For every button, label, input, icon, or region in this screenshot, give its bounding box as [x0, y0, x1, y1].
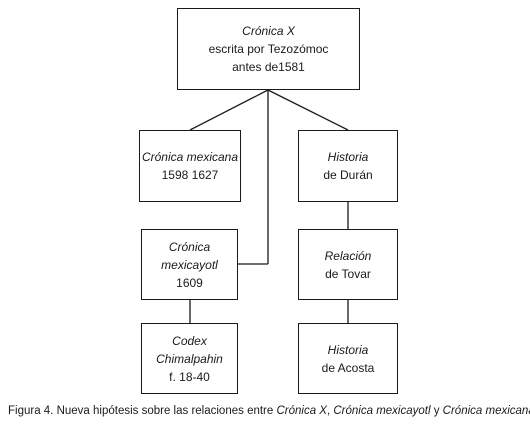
cronica-mexicayotl-title-a: Crónica	[168, 239, 211, 254]
cronica-x-title: Crónica X	[242, 24, 295, 38]
figure-caption: Figura 4. Nueva hipótesis sobre las rela…	[8, 405, 530, 417]
box-relacion-tovar: Relación de Tovar	[298, 229, 398, 300]
cronica-x-author: escrita por Tezozómoc	[208, 42, 329, 56]
relacion-tovar-title: Relación	[324, 248, 372, 263]
cronica-mexicana-title: Crónica mexicana	[141, 150, 239, 164]
box-cronica-x: Crónica X escrita por Tezozómoc antes de…	[177, 8, 360, 90]
historia-acosta-author: de Acosta	[321, 360, 375, 375]
historia-acosta-title: Historia	[327, 342, 369, 357]
cronica-mexicayotl-date: 1609	[176, 275, 203, 290]
caption-prefix: Figura 4. Nueva hipótesis sobre las rela…	[8, 405, 277, 417]
cronica-mexicana-dates: 1598 1627	[161, 168, 219, 182]
cronica-mexicayotl-title-b: mexicayotl	[161, 257, 218, 272]
box-cronica-mexicayotl: Crónica mexicayotl 1609	[141, 229, 238, 300]
box-cronica-mexicana: Crónica mexicana 1598 1627	[139, 130, 241, 202]
cronica-x-date: antes de1581	[232, 60, 305, 74]
connector-x-to-mexicana	[189, 89, 269, 131]
caption-work-cronica-mexicayotl: Crónica mexicayotl	[333, 405, 431, 417]
historia-duran-title: Historia	[327, 150, 369, 164]
codex-chimalpahin-title-a: Codex	[172, 333, 207, 348]
connector-x-to-duran	[267, 89, 349, 131]
box-historia-duran: Historia de Durán	[298, 130, 398, 202]
caption-separator-2: y	[430, 405, 443, 417]
caption-work-cronica-mexicana: Crónica mexicana	[442, 405, 530, 417]
codex-chimalpahin-title-b: Chimalpahin	[156, 351, 223, 366]
historia-duran-author: de Durán	[323, 168, 373, 182]
caption-separator-1: ,	[326, 405, 334, 417]
codex-chimalpahin-folios: f. 18-40	[169, 369, 210, 384]
caption-work-cronica-x: Crónica X	[276, 405, 327, 417]
relacion-tovar-author: de Tovar	[325, 266, 371, 281]
box-codex-chimalpahin: Codex Chimalpahin f. 18-40	[141, 323, 238, 394]
box-historia-acosta: Historia de Acosta	[298, 323, 398, 394]
